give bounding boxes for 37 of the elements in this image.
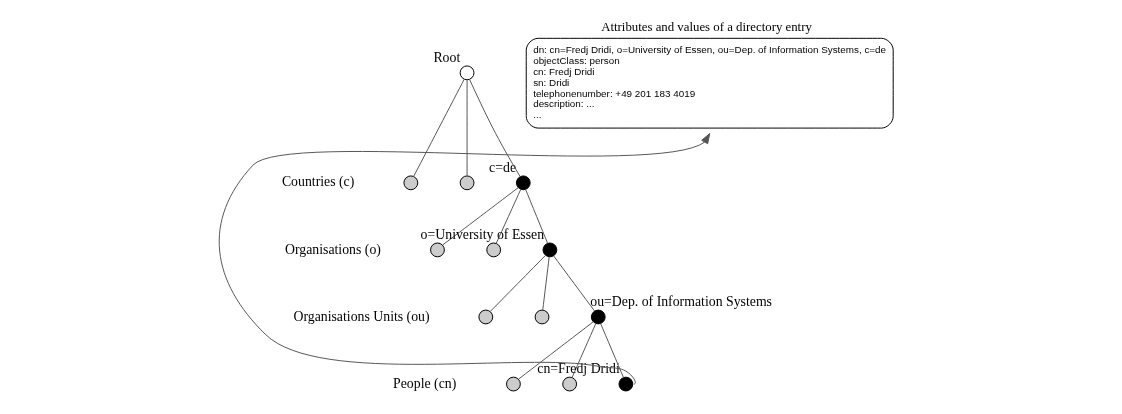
node-circle (430, 242, 445, 258)
connector (518, 321, 594, 380)
node-circle (478, 309, 494, 325)
connector (553, 255, 596, 312)
node-box: dn: cn=Fredj Dridi, o=University of Essen, ou=Dep. of Information Systems, c=de objectClass: person cn: Fredj Dridi sn: Dridi telephonenumber: +49 201 183 4019 description: ... ... (525, 37, 894, 129)
node-circle (459, 175, 475, 191)
connector (442, 187, 519, 246)
node-circle (590, 309, 606, 325)
connector (469, 79, 521, 178)
node-label: Attributes and values of a directory entry (601, 19, 812, 34)
connector (413, 78, 465, 177)
node-label: Root (433, 50, 461, 66)
node-label: c=de (489, 160, 517, 176)
arrow (218, 133, 711, 385)
node-circle (459, 65, 475, 81)
node-circle (542, 242, 558, 258)
node-label: ou=Dep. of Information Systems (590, 294, 772, 310)
node-label: cn=Fredj Dridi (537, 361, 620, 377)
node-circle (403, 175, 419, 191)
node-circle (486, 242, 502, 258)
label: Organisations Units (ou) (293, 308, 430, 324)
node-label: o=University of Essen (420, 227, 545, 243)
connector (525, 188, 549, 244)
connector (466, 79, 468, 177)
node-circle (618, 376, 634, 392)
connector (489, 255, 546, 312)
node-circle (515, 175, 531, 191)
node-circle (534, 309, 550, 325)
node-circle (562, 376, 578, 392)
label: Countries (c) (281, 174, 355, 190)
connector (542, 256, 550, 311)
label: Organisations (o) (284, 241, 381, 257)
connector (571, 323, 597, 379)
node-circle (506, 376, 521, 392)
connector (495, 188, 522, 244)
label: People (cn) (393, 375, 457, 391)
connector (600, 323, 625, 379)
